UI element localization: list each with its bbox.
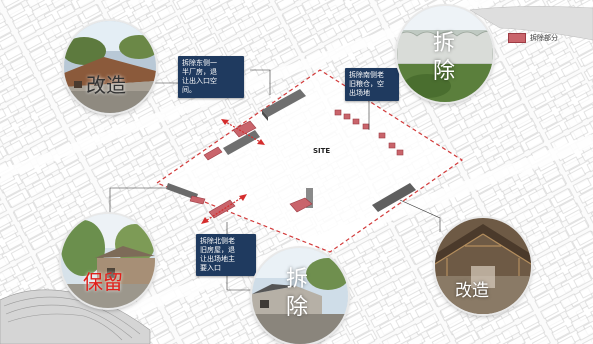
photo-bottom-left: 保留	[61, 214, 155, 308]
legend-label: 拆除部分	[530, 34, 558, 42]
photo-caption: 拆 除	[433, 31, 456, 84]
legend: 拆除部分	[508, 33, 558, 43]
photo-caption: 拆 除	[286, 267, 309, 320]
photo-bottom-center: 拆 除	[252, 248, 348, 344]
photo-caption: 改造	[455, 281, 489, 301]
road	[0, 0, 483, 175]
photo-caption: 保留	[83, 270, 123, 294]
note-east-demolish: 拆除东侧一 半厂房，退 让出入口空 间。	[178, 56, 244, 98]
photo-caption: 改造	[86, 73, 126, 97]
demolish-parts	[189, 109, 404, 219]
note-north-demolish: 拆除北侧老 旧房屋，退 让出场地主 要入口	[196, 234, 256, 276]
terrain	[469, 6, 593, 41]
old-houses-photo	[252, 248, 348, 344]
willow-houses-photo	[61, 214, 155, 308]
site-boundary	[155, 69, 464, 253]
access-arrows	[201, 119, 265, 224]
existing-buildings	[166, 89, 416, 212]
note-south-demolish: 拆除南侧老 旧粮仓，空 出场地	[345, 68, 399, 101]
warehouse-interior-photo	[435, 218, 531, 314]
photo-top-right: 拆 除	[397, 6, 493, 102]
photo-top-left: 改造	[64, 21, 156, 113]
legend-swatch	[508, 33, 526, 43]
granary-photo	[397, 6, 493, 102]
factory-photo	[64, 21, 156, 113]
photo-bottom-right: 改造	[435, 218, 531, 314]
site-label: SITE	[313, 147, 331, 155]
